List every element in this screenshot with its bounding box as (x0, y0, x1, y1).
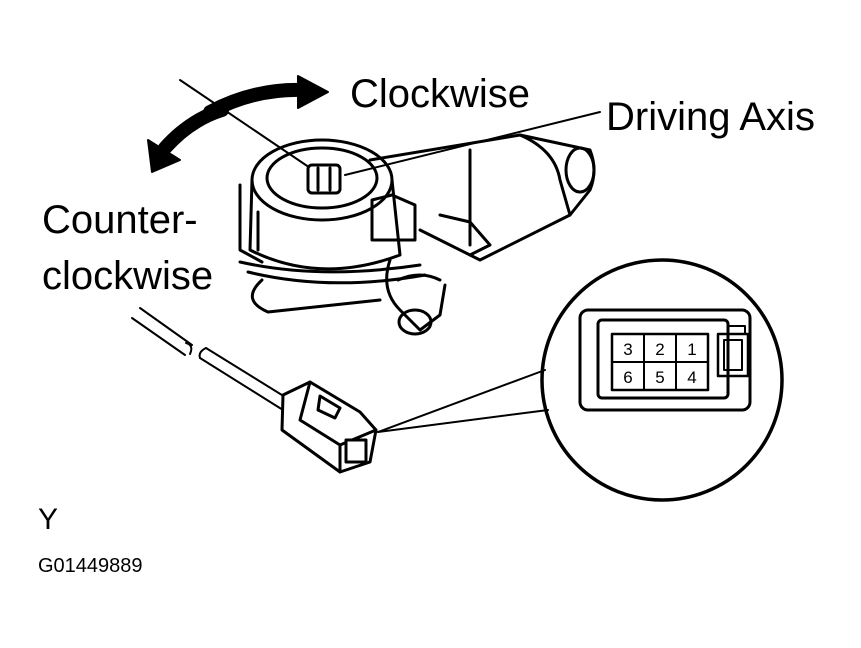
counterclockwise-arrow-icon (147, 103, 229, 173)
connector-plug (280, 380, 378, 474)
driving-axis-label: Driving Axis (606, 95, 815, 139)
counterclockwise-label-line1: Counter- (42, 198, 198, 242)
callout-line-bottom (377, 409, 549, 433)
pin-2-label: 2 (655, 340, 664, 359)
window-regulator-motor (238, 133, 596, 336)
callout-line-top (377, 369, 546, 433)
pin-4-label: 4 (687, 368, 696, 387)
pin-5-label: 5 (655, 368, 664, 387)
wire-harness (131, 307, 291, 411)
axis-leader-line (179, 79, 326, 179)
figure-code-label: G01449889 (38, 555, 143, 577)
view-letter-label: Y (38, 503, 59, 536)
clockwise-label: Clockwise (350, 72, 531, 116)
pin-6-label: 6 (623, 368, 632, 387)
connector-pin-grid: 3 2 1 6 5 4 (623, 340, 696, 387)
counterclockwise-label-line2: clockwise (42, 254, 214, 298)
pin-3-label: 3 (623, 340, 632, 359)
pin-1-label: 1 (687, 340, 696, 359)
connector-magnified-view (540, 258, 784, 502)
